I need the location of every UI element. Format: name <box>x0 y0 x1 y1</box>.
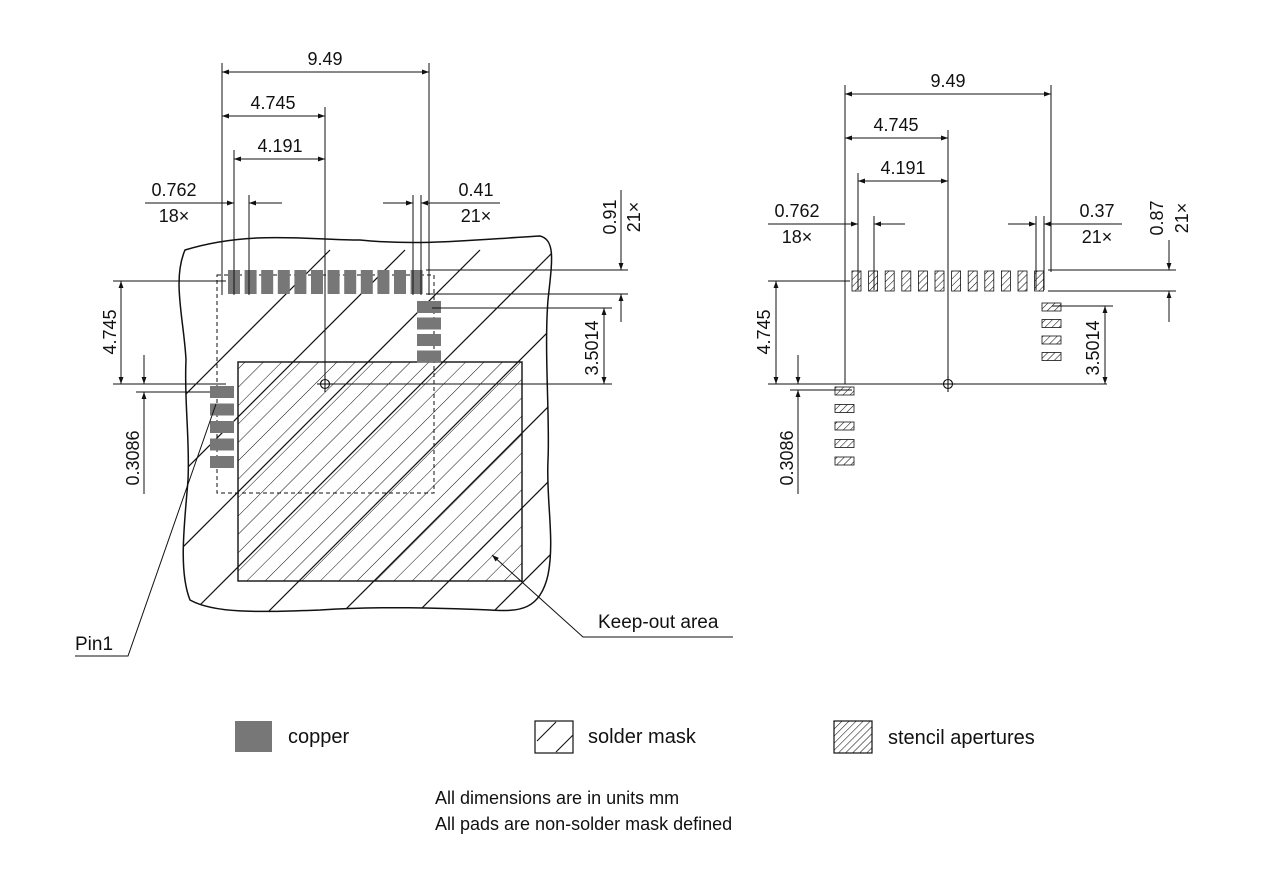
dim-pad-pitch-count: 18× <box>159 206 190 226</box>
right-pad-column <box>417 301 441 363</box>
pin1-label: Pin1 <box>75 634 113 655</box>
stencil-dim-pad-width-count: 21× <box>1082 227 1113 247</box>
copper-pad <box>210 438 234 451</box>
mask-diagonal-line <box>680 250 1080 650</box>
stencil-top-row <box>851 270 1044 292</box>
stencil-dim-pad-width: 0.37 <box>1079 201 1114 221</box>
stencil-aperture <box>834 439 855 448</box>
dim-pad-width: 0.41 <box>458 180 493 200</box>
legend: copper solder mask stencil apertures <box>235 720 1035 754</box>
copper-pad <box>210 456 234 468</box>
left-pad-column <box>210 386 234 468</box>
copper-pad <box>417 317 441 330</box>
top-pad-row <box>228 270 423 294</box>
copper-pad <box>327 270 340 294</box>
stencil-aperture <box>1041 335 1062 345</box>
stencil-dim-vertical-offset: 4.745 <box>754 309 774 354</box>
mask-diagonal-line <box>529 249 552 612</box>
stencil-dim-pad-height-count: 21× <box>1172 203 1192 234</box>
legend-stencil-swatch <box>833 720 873 754</box>
copper-pad <box>417 334 441 346</box>
stencil-aperture <box>984 270 995 292</box>
stencil-dim-pad-pitch: 0.762 <box>774 201 819 221</box>
stencil-aperture <box>1041 302 1062 312</box>
note-units: All dimensions are in units mm <box>435 788 679 808</box>
legend-copper-label: copper <box>288 726 349 748</box>
mask-diagonal-line <box>755 250 1155 650</box>
dim-pad-pitch: 0.762 <box>151 180 196 200</box>
stencil-aperture <box>834 386 855 396</box>
right-stencil-view: 9.49 4.745 4.191 0.762 18× 0.37 21× 0.87… <box>754 71 1192 494</box>
stencil-aperture <box>901 270 912 292</box>
copper-pad <box>210 386 234 398</box>
stencil-dim-center-offset: 4.745 <box>873 115 918 135</box>
stencil-aperture <box>1041 352 1062 361</box>
mask-diagonal-line <box>454 249 552 612</box>
stencil-aperture <box>834 421 855 431</box>
copper-pad <box>410 270 423 294</box>
stencil-dim-right-column-offset: 3.5014 <box>1083 320 1103 375</box>
mask-diagonal-line <box>605 250 1005 650</box>
dim-overall-width: 9.49 <box>307 49 342 69</box>
stencil-aperture <box>868 270 878 292</box>
keep-out-area <box>237 361 523 582</box>
dim-left-column-offset: 0.3086 <box>123 430 143 485</box>
left-footprint-view: 9.49 4.745 4.191 0.762 18× 0.41 21× 0.91… <box>75 49 1155 657</box>
copper-pad <box>377 270 390 294</box>
stencil-dim-pad-height: 0.87 <box>1147 200 1167 235</box>
legend-solder-mask-label: solder mask <box>588 726 697 748</box>
stencil-aperture <box>884 270 895 292</box>
stencil-aperture <box>1001 270 1011 292</box>
solder-mask-outline <box>178 235 553 613</box>
stencil-aperture <box>1041 319 1062 328</box>
mask-diagonal-line <box>379 249 552 612</box>
mask-diagonal-line <box>179 249 406 612</box>
stencil-aperture <box>934 270 945 292</box>
stencil-left-column <box>834 386 855 466</box>
dim-pad-height: 0.91 <box>600 199 620 234</box>
stencil-dim-left-column-offset: 0.3086 <box>777 430 797 485</box>
stencil-aperture <box>851 270 862 292</box>
keepout-label: Keep-out area <box>598 612 719 633</box>
copper-pad <box>210 421 234 433</box>
dim-right-column-offset: 3.5014 <box>582 320 602 375</box>
legend-solder-mask-swatch <box>534 720 574 754</box>
stencil-aperture <box>918 270 928 292</box>
copper-pad <box>244 270 257 294</box>
copper-pad <box>311 270 323 294</box>
dim-pad-height-count: 21× <box>624 202 644 233</box>
copper-pad <box>417 301 441 313</box>
legend-copper-swatch <box>235 721 272 752</box>
note-pads: All pads are non-solder mask defined <box>435 814 732 834</box>
copper-pad <box>261 270 274 294</box>
dim-center-offset: 4.745 <box>250 93 295 113</box>
dim-vertical-offset: 4.745 <box>100 309 120 354</box>
mask-diagonal-line <box>179 249 331 612</box>
dim-pad-width-count: 21× <box>461 206 492 226</box>
stencil-aperture <box>834 404 855 413</box>
copper-pad <box>394 270 406 294</box>
solder-mask-hatch <box>179 249 1155 650</box>
copper-pad <box>210 403 234 416</box>
legend-stencil-label: stencil apertures <box>888 727 1035 749</box>
stencil-aperture <box>834 456 855 466</box>
copper-pad <box>277 270 290 294</box>
copper-pad <box>417 350 441 363</box>
stencil-right-column <box>1041 302 1062 361</box>
stencil-aperture <box>951 270 961 292</box>
stencil-dim-overall-width: 9.49 <box>930 71 965 91</box>
stencil-dim-pad-pitch-count: 18× <box>782 227 813 247</box>
stencil-aperture <box>1017 270 1028 292</box>
dim-pad-span: 4.191 <box>257 136 302 156</box>
stencil-aperture <box>967 270 978 292</box>
copper-pad <box>344 270 357 294</box>
copper-pad <box>294 270 307 294</box>
copper-pad <box>360 270 373 294</box>
stencil-dim-pad-span: 4.191 <box>880 158 925 178</box>
